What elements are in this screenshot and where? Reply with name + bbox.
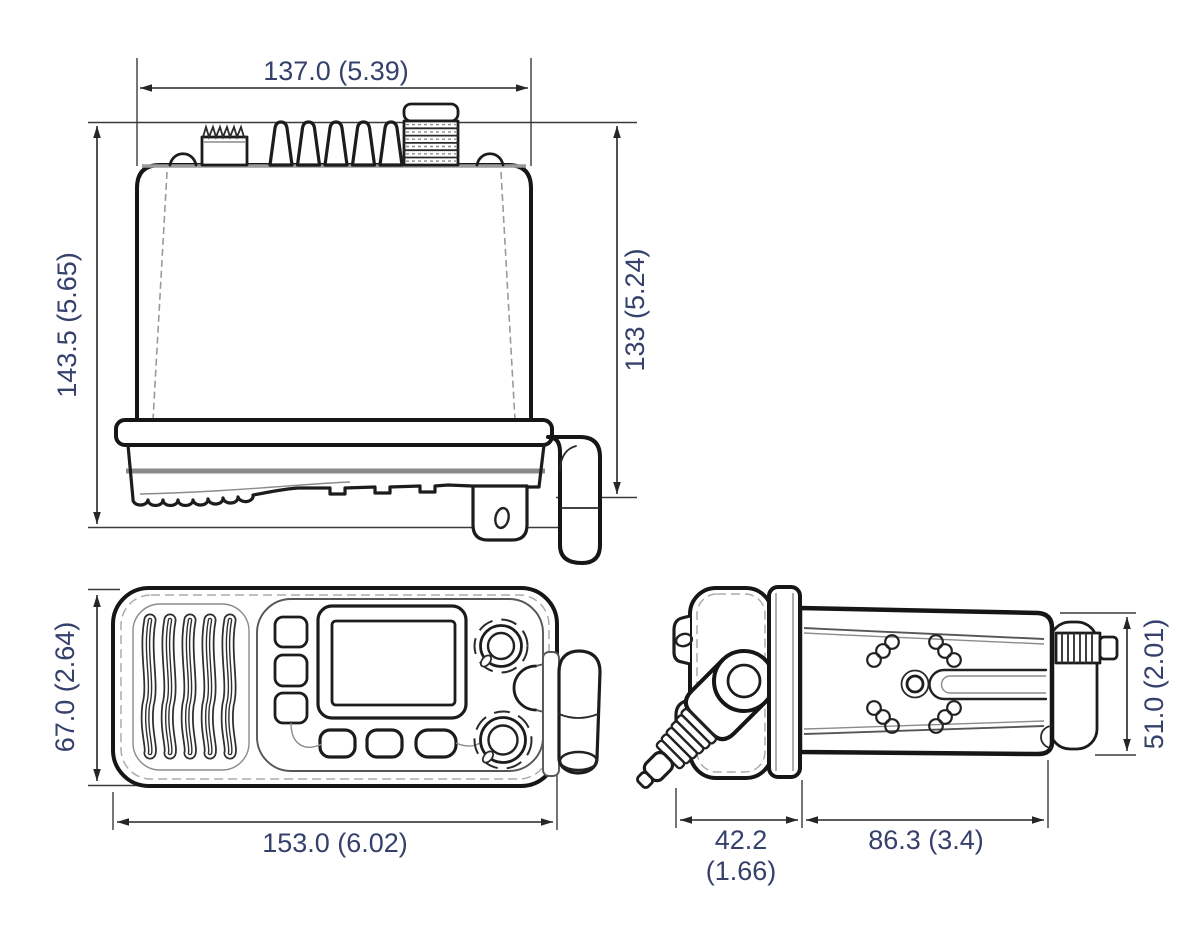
rear-view: 137.0 (5.39) 143.5 (5.65) 133 (5.24)	[52, 56, 650, 565]
rear-ear-left	[168, 152, 198, 167]
bottom-button-row	[290, 722, 489, 759]
rear-ear-right	[475, 152, 505, 167]
lower-housing	[126, 443, 546, 508]
dim-side-height: 51.0 (2.01)	[1123, 617, 1169, 751]
antenna-connector-side	[1054, 631, 1119, 665]
button	[365, 728, 404, 759]
dim-label-side-body-depth: 86.3 (3.4)	[868, 825, 984, 855]
channel-knob	[473, 618, 529, 674]
dim-label-side-height: 51.0 (2.01)	[1139, 619, 1169, 750]
dim-rear-overall-height: 143.5 (5.65)	[52, 126, 101, 524]
mounting-hole-clusters	[866, 634, 962, 734]
dim-rear-width: 137.0 (5.39)	[140, 56, 528, 92]
side-chassis	[797, 605, 1055, 757]
button	[273, 653, 309, 688]
draft-line-right	[500, 171, 516, 421]
mounting-yoke-bar	[767, 585, 802, 779]
dim-label-rear-body-height: 133 (5.24)	[620, 248, 650, 371]
dim-rear-body-height: 133 (5.24)	[613, 126, 650, 494]
side-view: 51.0 (2.01) 42.2 (1.66) 86.3 (3.4)	[636, 585, 1169, 886]
mounting-slot	[928, 668, 1048, 701]
mic-plug-cable	[636, 649, 776, 789]
dim-label-front-height: 67.0 (2.64)	[50, 622, 80, 753]
front-view: 67.0 (2.64) 153.0 (6.02)	[50, 586, 602, 858]
heatsink-fins	[268, 120, 404, 167]
dim-side-front-depth: 42.2 (1.66)	[680, 816, 798, 886]
speaker-grille	[132, 603, 250, 771]
dim-front-height: 67.0 (2.64)	[50, 595, 101, 781]
lcd-display	[316, 604, 468, 720]
mic-elbow-front	[542, 649, 602, 777]
button	[414, 728, 458, 759]
dim-label-front-width: 153.0 (6.02)	[262, 828, 408, 858]
rear-body-outline	[135, 163, 533, 427]
dim-side-body-depth: 86.3 (3.4)	[806, 816, 1044, 855]
mic-elbow-rear	[546, 435, 602, 565]
draft-line-left	[152, 171, 168, 421]
dim-label-rear-overall-height: 143.5 (5.65)	[52, 252, 82, 398]
dim-label-side-front-depth-in: (1.66)	[706, 856, 777, 886]
rear-bump	[1040, 725, 1053, 749]
button	[318, 728, 357, 759]
dim-label-side-front-depth-mm: 42.2	[715, 825, 768, 855]
bracket-knob	[471, 484, 529, 542]
volume-knob	[473, 710, 533, 770]
terminal-block	[200, 123, 249, 167]
softkey-column	[273, 615, 309, 725]
button	[273, 691, 309, 725]
dim-front-width: 153.0 (6.02)	[117, 818, 553, 858]
dim-label-rear-width: 137.0 (5.39)	[263, 56, 409, 86]
antenna-connector-rear	[402, 102, 460, 167]
bezel-flange	[114, 418, 554, 447]
button	[273, 615, 309, 649]
